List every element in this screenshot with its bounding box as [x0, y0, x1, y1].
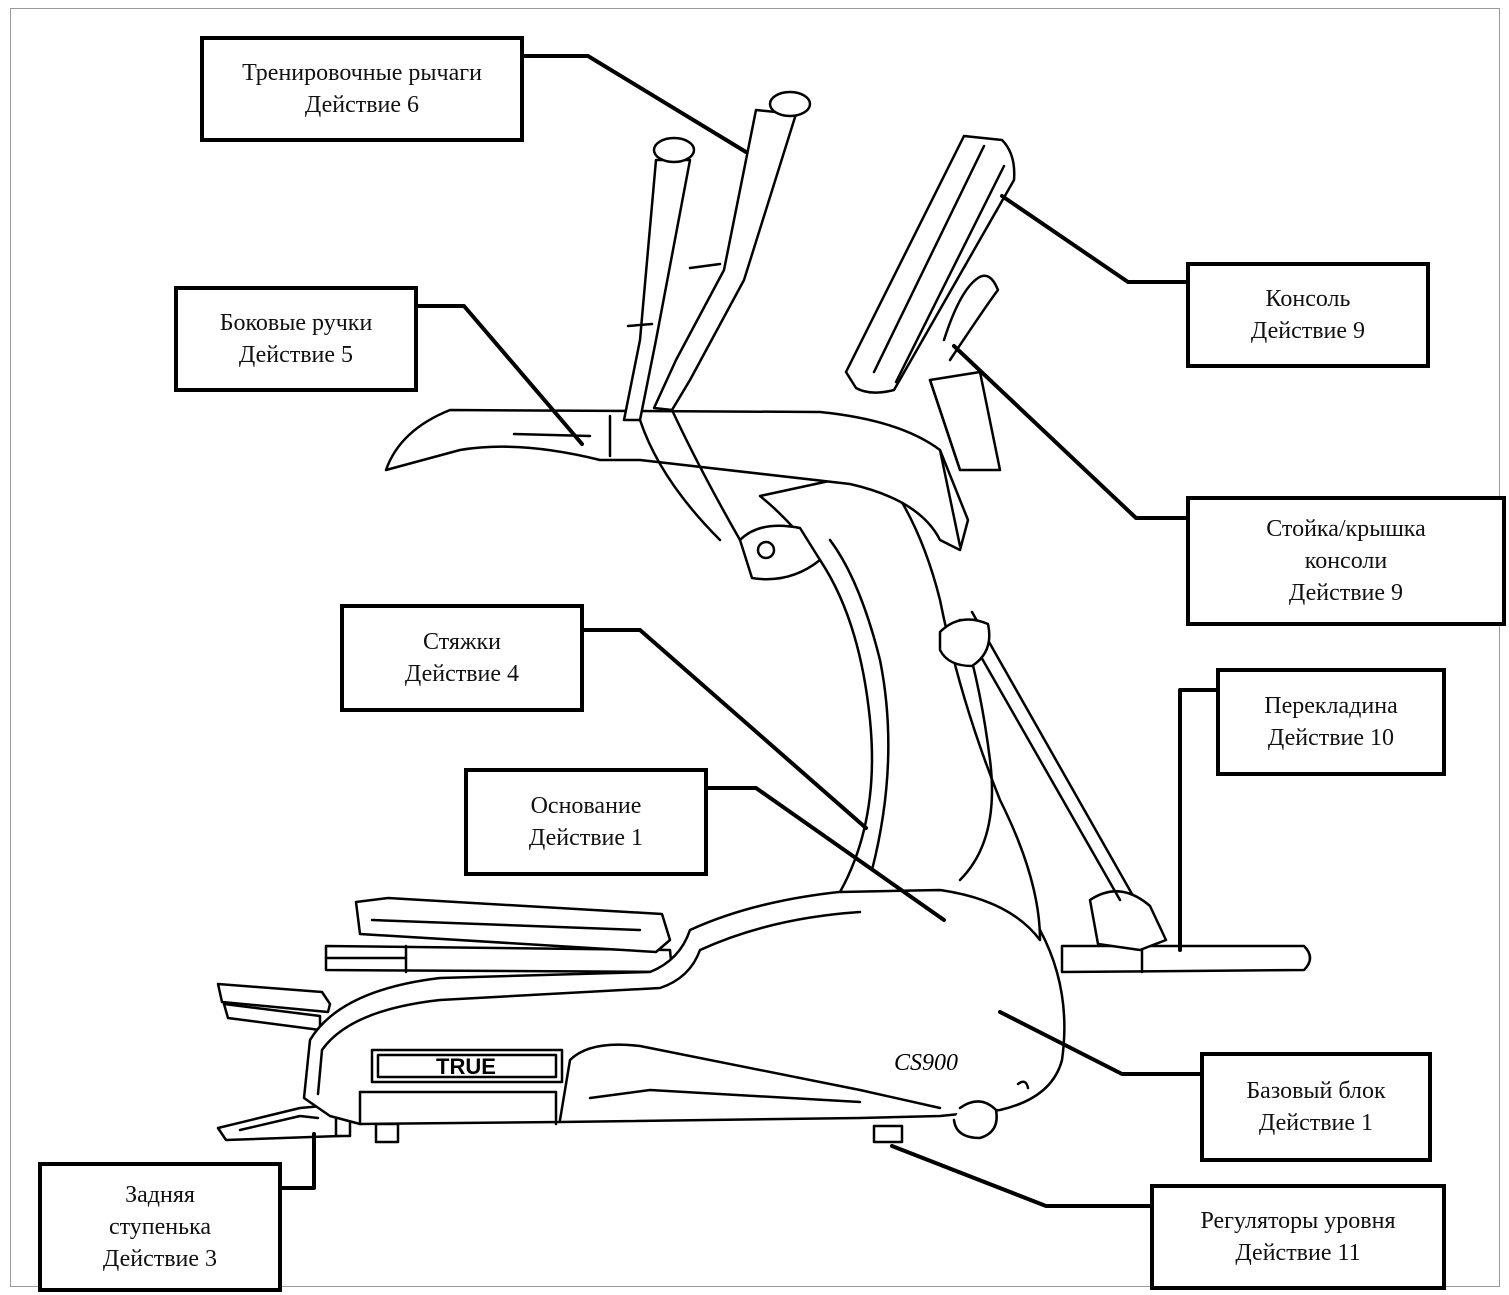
- front-strut: [958, 618, 1122, 902]
- callout-base: Основание Действие 1: [464, 768, 708, 876]
- callout-base-unit: Базовый блок Действие 1: [1200, 1052, 1432, 1162]
- callout-title: Базовый блок: [1246, 1078, 1386, 1104]
- mast-collar: [938, 618, 991, 668]
- callout-training-arms: Тренировочные рычаги Действие 6: [200, 36, 524, 142]
- model-badge: CS900: [894, 1050, 958, 1076]
- callout-title: Консоль: [1265, 286, 1351, 312]
- callout-title: Боковые ручки: [219, 310, 373, 336]
- leader-crossbar: [1178, 688, 1218, 952]
- callout-rear-step: Задняя ступенька Действие 3: [38, 1162, 282, 1292]
- callout-step: Действие 3: [102, 1246, 218, 1272]
- side-handles-part: [384, 408, 970, 552]
- callout-step: Действие 1: [1258, 1110, 1374, 1136]
- rear-pedals: [216, 982, 332, 1032]
- callout-step: Действие 5: [238, 342, 354, 368]
- callout-title-2: ступенька: [108, 1214, 212, 1240]
- levelers-part: [374, 1122, 904, 1144]
- console-part: [844, 134, 1016, 394]
- leader-tie-rods: [582, 628, 868, 830]
- training-arms: [622, 90, 812, 542]
- leader-rear-step: [278, 1132, 316, 1190]
- callout-step: Действие 4: [404, 661, 520, 687]
- callout-title: Регуляторы уровня: [1200, 1208, 1396, 1234]
- leader-side-handles: [414, 304, 584, 446]
- leader-arms: [522, 54, 748, 154]
- callout-step: Действие 10: [1267, 725, 1395, 751]
- callout-step: Действие 9: [1250, 318, 1366, 344]
- leader-mast: [952, 344, 1188, 520]
- callout-step: Действие 6: [304, 92, 420, 118]
- callout-levelers: Регуляторы уровня Действие 11: [1150, 1184, 1446, 1290]
- callout-title: Задняя: [125, 1182, 195, 1208]
- callout-title-2: консоли: [1304, 548, 1388, 574]
- callout-title: Стойка/крышка: [1266, 516, 1426, 542]
- arm-pivot: [738, 524, 822, 581]
- callout-console: Консоль Действие 9: [1186, 262, 1430, 368]
- leader-lines: [278, 54, 1218, 1208]
- callout-title: Перекладина: [1264, 693, 1398, 719]
- callout-tie-rods: Стяжки Действие 4: [340, 604, 584, 712]
- callout-title: Основание: [530, 793, 642, 819]
- callout-step: Действие 9: [1288, 580, 1404, 606]
- callout-crossbar: Перекладина Действие 10: [1216, 668, 1446, 776]
- callout-title: Стяжки: [423, 629, 501, 655]
- crossbar-part: [1060, 890, 1312, 974]
- diagram-border: [10, 8, 1500, 1287]
- leader-console: [1000, 194, 1188, 284]
- leader-base-unit: [998, 1010, 1202, 1076]
- callout-console-mast: Стойка/крышка консоли Действие 9: [1186, 496, 1506, 626]
- callout-step: Действие 11: [1235, 1240, 1361, 1266]
- callout-step: Действие 1: [528, 825, 644, 851]
- true-logo-plate: [370, 1048, 564, 1084]
- leader-levelers: [890, 1144, 1152, 1208]
- leader-base: [706, 786, 946, 922]
- callout-side-handles: Боковые ручки Действие 5: [174, 286, 418, 392]
- callout-title: Тренировочные рычаги: [242, 60, 482, 86]
- brand-logo: TRUE: [436, 1054, 496, 1079]
- console-mast: [928, 370, 1002, 472]
- rail-platform: [324, 896, 674, 974]
